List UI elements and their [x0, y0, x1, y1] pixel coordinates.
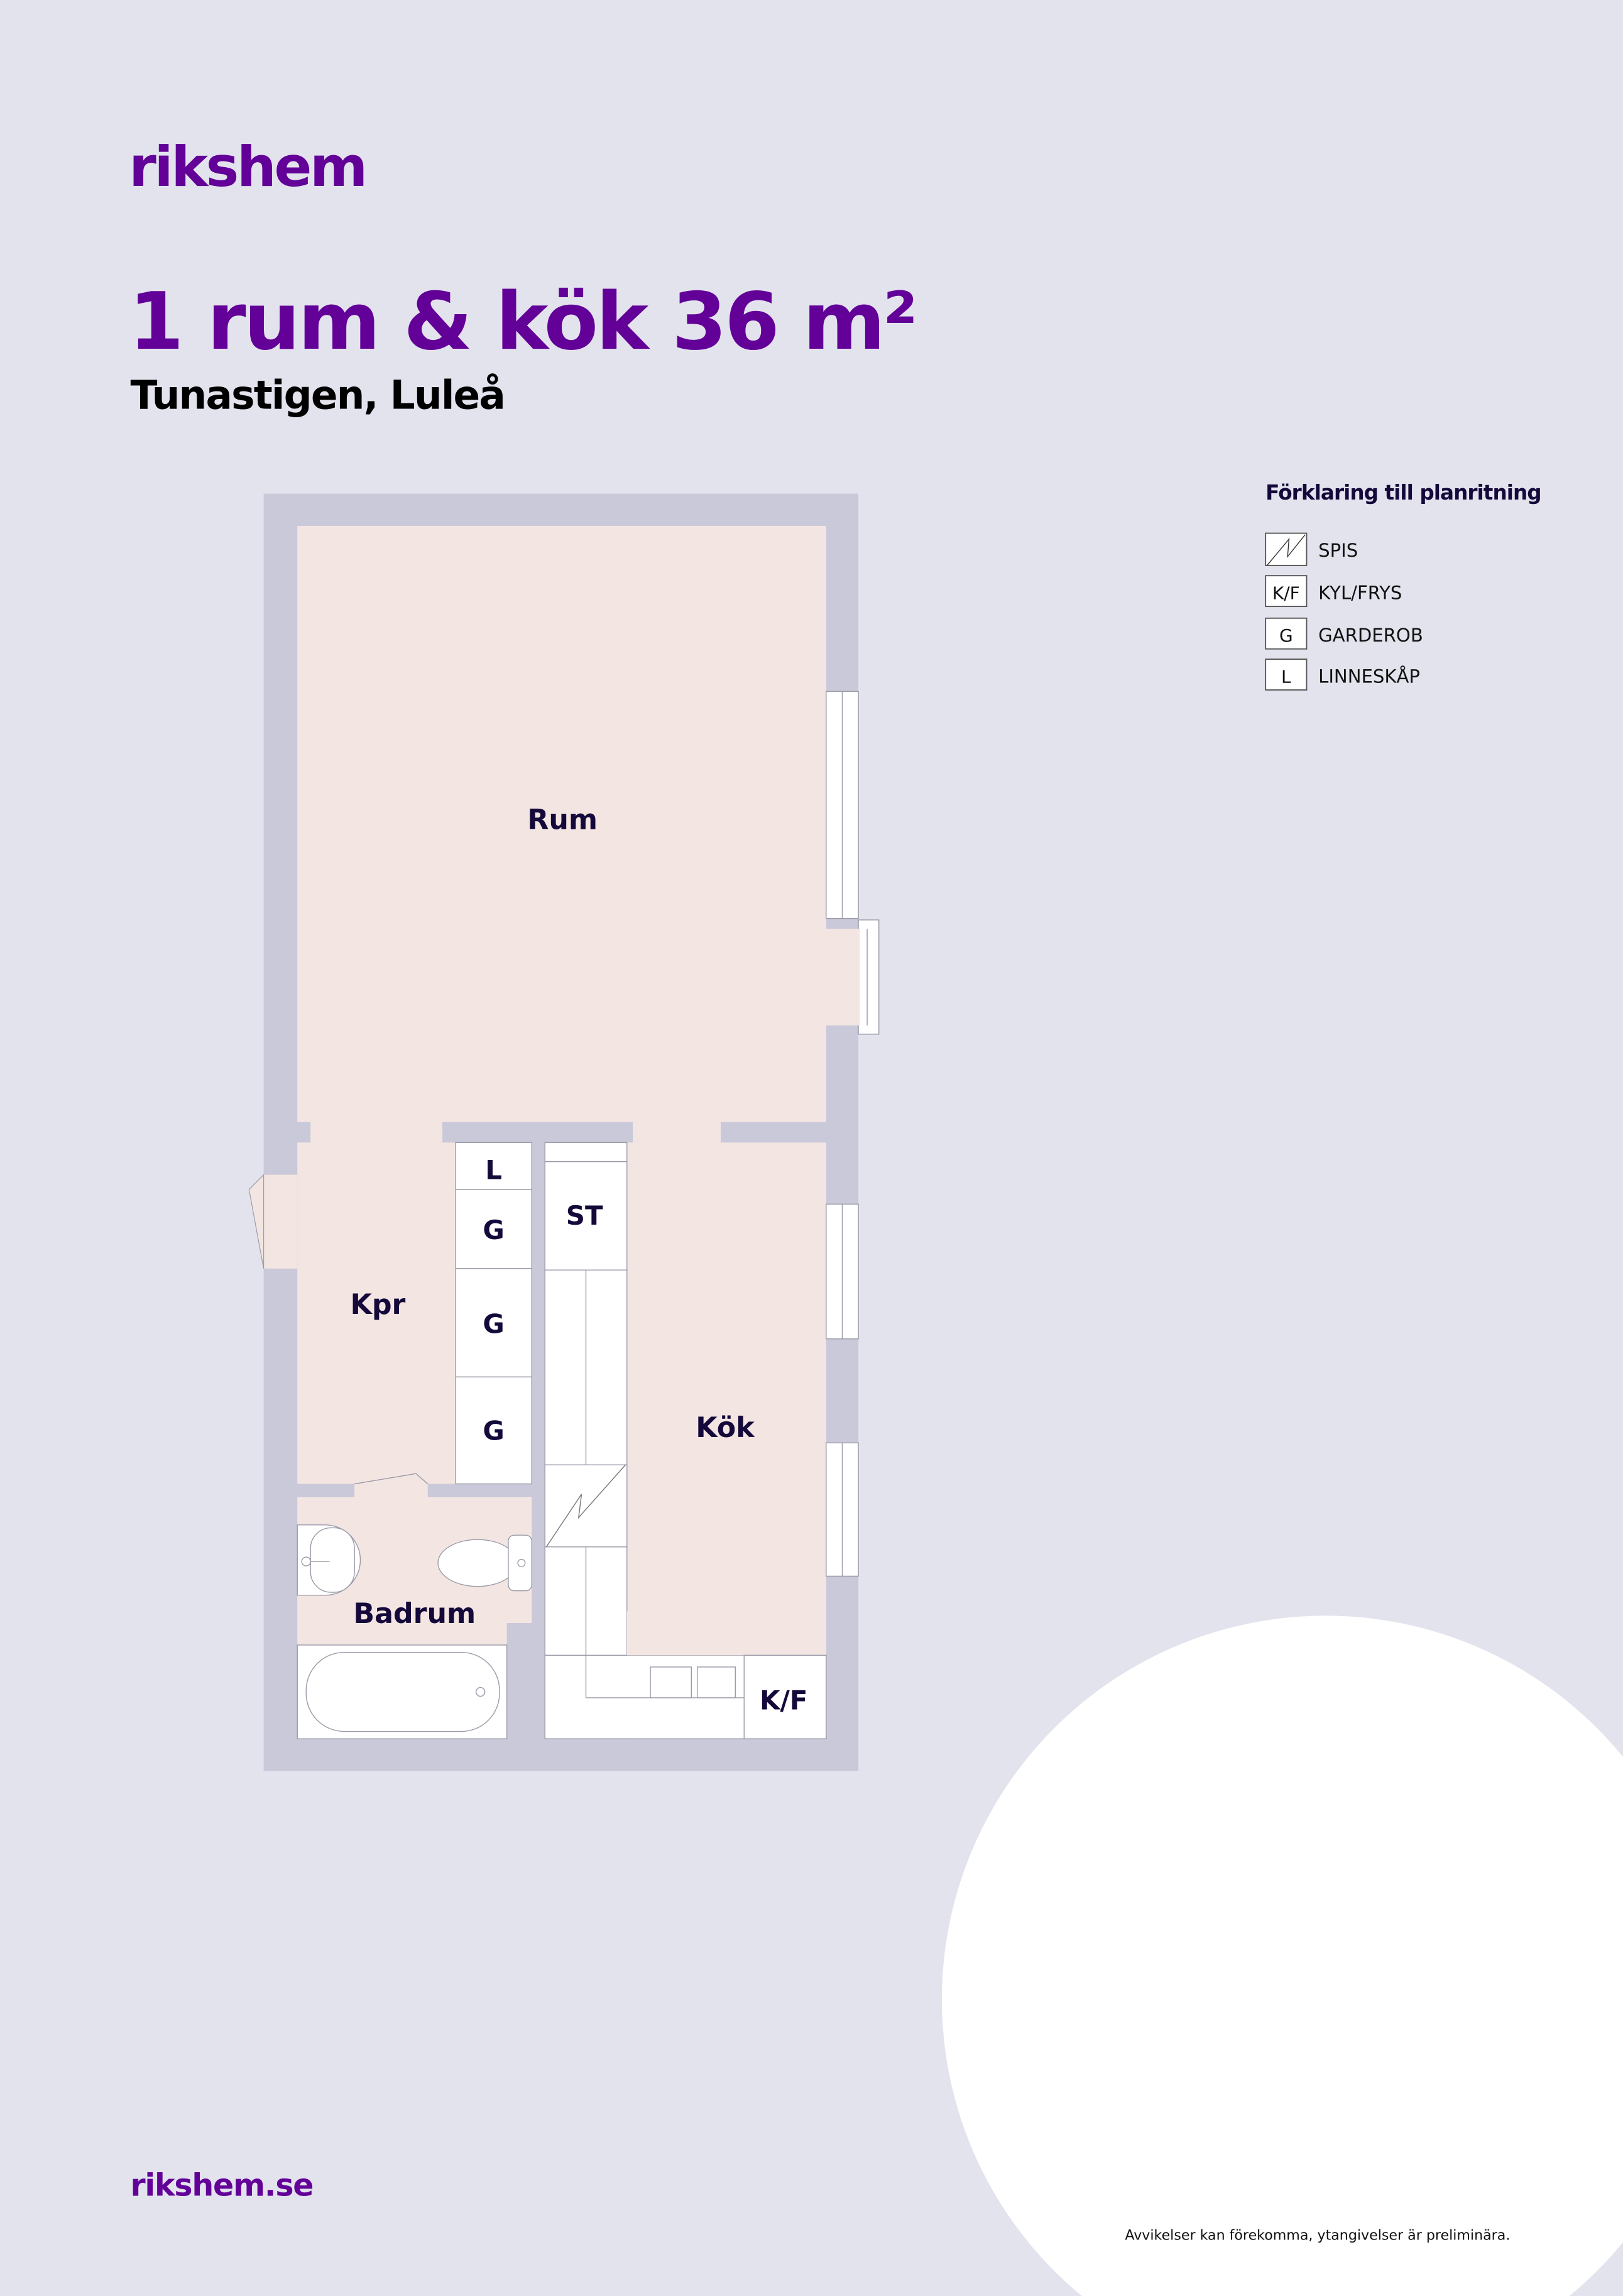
room-kok [626, 1142, 826, 1656]
room-label-kok: Kök [696, 1412, 755, 1444]
svg-text:G: G [1279, 625, 1293, 646]
svg-text:KYL/FRYS: KYL/FRYS [1318, 582, 1402, 603]
fridge-freezer [743, 1654, 827, 1739]
svg-text:LINNESKÅP: LINNESKÅP [1318, 665, 1420, 687]
svg-text:L: L [1281, 666, 1291, 687]
balcony-door[interactable] [826, 919, 880, 1035]
floor-plan: Rum Kpr Badrum Kök L G G G ST K/F [248, 493, 880, 1771]
room-label-badrum: Badrum [353, 1598, 476, 1630]
decorative-circle [942, 1615, 1623, 2296]
label-wardrobe: G [483, 1416, 504, 1446]
window [826, 1203, 859, 1340]
legend-item-linen: L LINNESKÅP [1265, 659, 1420, 691]
window [826, 691, 859, 919]
address: Tunastigen, Luleå [130, 372, 505, 418]
label-storage: ST [566, 1200, 603, 1231]
label-wardrobe: G [483, 1308, 504, 1339]
window [826, 1442, 859, 1577]
legend-heading: Förklaring till planritning [1265, 481, 1541, 505]
website-link[interactable]: rikshem.se [130, 2168, 314, 2204]
room-rum [297, 525, 826, 1122]
room-kpr [297, 1142, 456, 1484]
disclaimer: Avvikelser kan förekomma, ytangivelser ä… [1125, 2227, 1510, 2243]
label-wardrobe: G [483, 1215, 504, 1245]
legend: Förklaring till planritning SPIS K/F KYL… [1265, 481, 1542, 691]
entry-door[interactable] [248, 1174, 265, 1269]
svg-text:K/F: K/F [1272, 582, 1300, 603]
svg-text:GARDEROB: GARDEROB [1318, 625, 1423, 646]
page-title: 1 rum & kök 36 m² [129, 275, 915, 368]
sink-icon [696, 1666, 736, 1698]
legend-item-wardrobe: G GARDEROB [1265, 617, 1423, 650]
toilet-icon [437, 1534, 532, 1592]
room-label-rum: Rum [527, 804, 598, 836]
room-label-kpr: Kpr [351, 1289, 406, 1321]
legend-item-fridge: K/F KYL/FRYS [1265, 575, 1402, 608]
linen-closet [455, 1142, 532, 1190]
legend-item-stove: SPIS [1265, 532, 1358, 566]
logo[interactable]: rikshem [129, 134, 368, 199]
label-linen: L [485, 1155, 502, 1186]
storage-closet [544, 1142, 628, 1271]
stove-icon [1265, 532, 1308, 566]
label-fridge: K/F [760, 1685, 808, 1716]
sink-icon [650, 1666, 692, 1698]
svg-text:SPIS: SPIS [1318, 540, 1358, 561]
wardrobe [455, 1376, 532, 1485]
